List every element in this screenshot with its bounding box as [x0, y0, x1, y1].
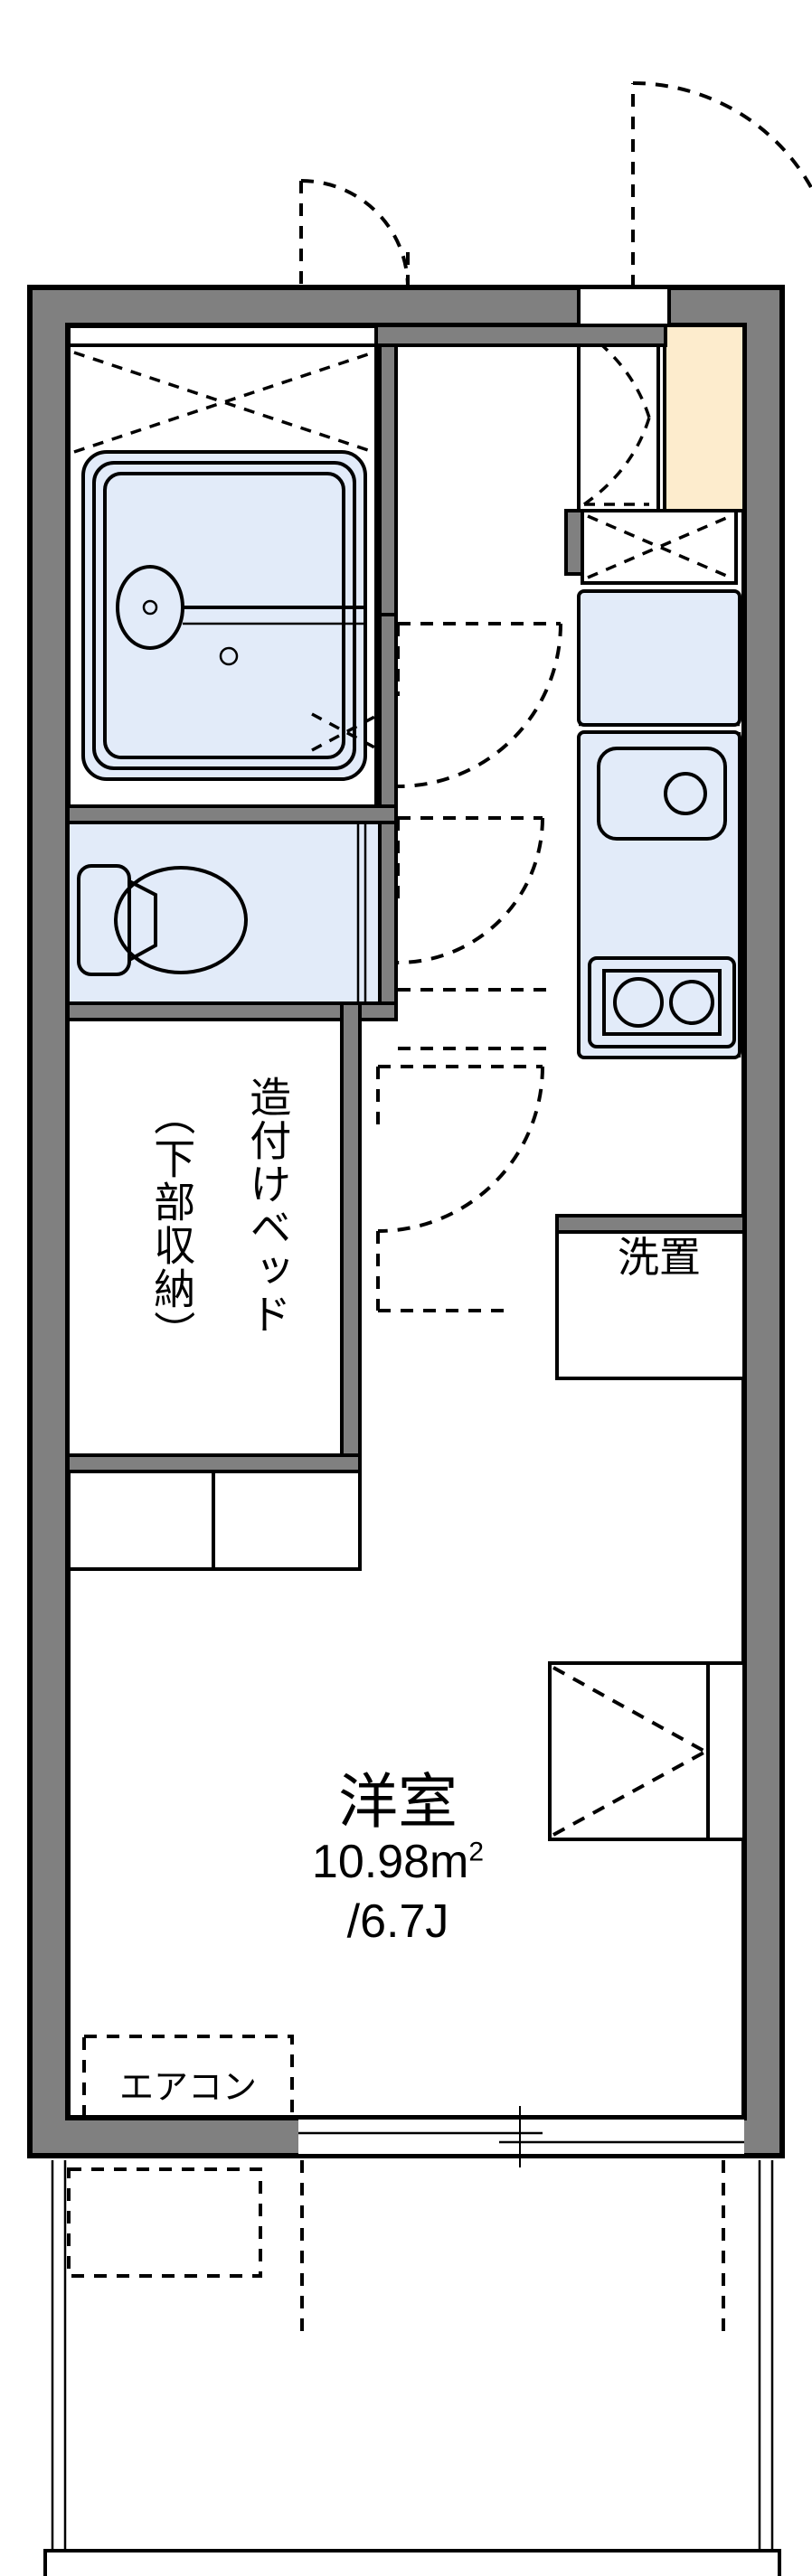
- partition-under-entrance-outline: [374, 324, 667, 347]
- closet-box: [555, 1230, 746, 1380]
- bed-alcove-outline: [66, 1018, 344, 1457]
- aircon-box: [82, 2035, 294, 2120]
- main-room-area-unit-sup: 2: [468, 1837, 485, 1867]
- entrance-genkan-tile: [663, 324, 746, 512]
- air-conditioner-marker: [82, 2035, 294, 2120]
- bath-room-box: [66, 343, 382, 808]
- bath-door-dash-b: [73, 351, 374, 454]
- toilet-connector: [128, 879, 157, 962]
- bed-storage-drawers: [66, 1470, 362, 1571]
- bath-door-arc: [397, 623, 562, 788]
- toilet-room: [66, 821, 382, 1005]
- gas-burner-left: [613, 977, 664, 1028]
- closet-unit: [555, 1230, 746, 1380]
- partition-kitchen-top: [566, 511, 582, 574]
- built-in-bed-alcove: [66, 1018, 344, 1457]
- balcony-dashed-unit: [67, 2167, 262, 2278]
- bathtub-inner: [103, 472, 345, 759]
- toilet-wall-slit: [356, 821, 367, 1005]
- washer-pan: [577, 589, 741, 727]
- gas-burner-right: [669, 980, 714, 1025]
- main-room-area-value: 10.98m: [311, 1836, 469, 1888]
- toilet-bowl: [114, 866, 248, 974]
- hall-door-swing: [398, 988, 552, 1050]
- sliding-glass-door: [298, 2106, 744, 2167]
- gas-stove-top: [602, 969, 722, 1036]
- washer-space: [577, 509, 741, 727]
- kitchen-unit: [577, 723, 741, 1059]
- entrance-door-swing: [631, 81, 812, 287]
- shoe-box: [577, 324, 660, 512]
- main-room-area-jo: /6.7J: [346, 1895, 449, 1948]
- toilet-door-arc: [397, 817, 544, 964]
- washer-space-label: 洗置: [618, 1234, 701, 1281]
- toilet-door-swing: [396, 816, 544, 964]
- washer-cab-x-b: [587, 514, 732, 579]
- entrance-door-opening: [579, 287, 669, 325]
- entrance-door-arc: [632, 81, 812, 193]
- bed-alcove-floor: [68, 1020, 342, 1455]
- kitchen-drain: [664, 772, 707, 815]
- window-bay-dash-a: [552, 1666, 706, 1753]
- bath-door-swing: [396, 622, 562, 788]
- main-room-name: 洋室: [338, 1768, 458, 1835]
- washer-cab-x-a: [587, 514, 732, 579]
- bath-access-dash-a: [311, 712, 381, 752]
- kitchen-sink-basin: [597, 747, 727, 841]
- main-room-area: 10.98m2: [244, 1835, 552, 1889]
- unit-bath: [66, 343, 382, 808]
- air-conditioner-label: エアコン: [118, 2069, 257, 2107]
- built-in-bed-storage-label: （下部収納）: [148, 1094, 196, 1354]
- partition-bed-right: [342, 1003, 360, 1455]
- corridor-door-swing: [299, 179, 410, 288]
- window-bay: [548, 1661, 746, 1841]
- balcony-railing: [43, 2549, 781, 2576]
- bathtub-drain: [219, 646, 239, 666]
- built-in-bed-label: 造付けベッド: [244, 1076, 292, 1336]
- balcony: [43, 2160, 781, 2576]
- window-bay-box: [548, 1661, 746, 1841]
- partition-bath-toilet: [68, 806, 396, 823]
- bath-door-dash-a: [73, 351, 374, 454]
- room-door-arc: [377, 1066, 544, 1233]
- corridor-door-arc: [300, 179, 410, 288]
- room-door-swing: [376, 1065, 544, 1312]
- wash-basin-drain: [142, 599, 158, 616]
- partition-bed-bottom: [68, 1455, 360, 1471]
- bath-access-dash-b: [311, 712, 381, 752]
- partition-toilet-bottom: [68, 1003, 396, 1020]
- sliding-door-opening: [298, 2118, 744, 2156]
- partition-under-entrance: [376, 325, 666, 345]
- partition-closet-top: [557, 1216, 744, 1232]
- washer-upper-cabinet: [581, 509, 738, 585]
- toilet-tank: [77, 864, 131, 976]
- window-bay-dash-b: [552, 1750, 706, 1837]
